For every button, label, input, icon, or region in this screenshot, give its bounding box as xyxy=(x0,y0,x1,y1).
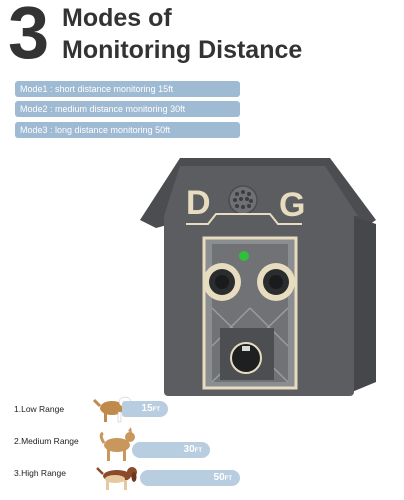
mode-count-number: 3 xyxy=(8,0,50,74)
long-dog-icon xyxy=(96,467,137,490)
headline-line-2: Monitoring Distance xyxy=(62,36,303,64)
headline-line-1: Modes of xyxy=(62,4,172,32)
mode-3-pill: Mode3 : long distance monitoring 50ft xyxy=(15,122,240,138)
medium-dog-icon xyxy=(99,427,135,461)
low-range-distance: 15FT xyxy=(122,401,168,417)
high-range-distance: 50FT xyxy=(140,470,240,486)
device-letter-g: G xyxy=(279,186,306,224)
mode-2-pill: Mode2 : medium distance monitoring 30ft xyxy=(15,101,240,117)
small-dog-icon xyxy=(92,396,132,423)
medium-range-label: 2.Medium Range xyxy=(14,436,79,446)
high-range-label: 3.High Range xyxy=(14,468,66,478)
medium-range-distance: 30FT xyxy=(132,442,210,458)
mode-1-pill: Mode1 : short distance monitoring 15ft xyxy=(15,81,240,97)
low-range-label: 1.Low Range xyxy=(14,404,65,414)
device-letter-d: D xyxy=(186,184,211,222)
bark-control-device xyxy=(140,158,376,396)
